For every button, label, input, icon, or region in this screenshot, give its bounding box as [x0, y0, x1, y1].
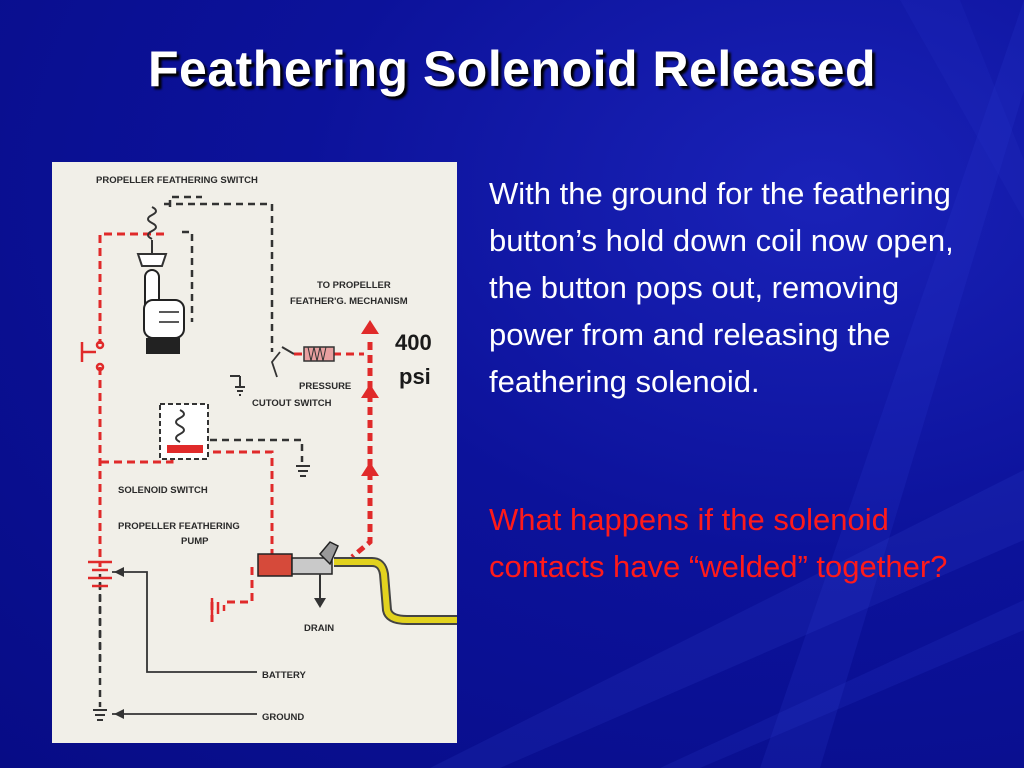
pump-ground-icon — [210, 598, 226, 618]
pressure-cutout-switch-icon — [281, 346, 335, 362]
slide-title: Feathering Solenoid Released — [147, 41, 877, 97]
pressure-arrows — [361, 320, 379, 476]
label-feathering-mechanism: FEATHER'G. MECHANISM — [290, 296, 408, 307]
label-ground: GROUND — [262, 712, 304, 723]
battery-icon — [88, 560, 112, 588]
ground-symbol-icon — [93, 375, 310, 721]
label-feathering-switch: PROPELLER FEATHERING SWITCH — [96, 175, 258, 186]
label-cutout-switch: CUTOUT SWITCH — [252, 398, 332, 409]
solid-leads — [112, 351, 281, 715]
battery-arrow-icon — [114, 567, 124, 577]
feathering-button-icon — [80, 340, 105, 372]
oil-supply-line-fill — [334, 559, 457, 623]
label-pump-line1: PROPELLER FEATHERING — [118, 521, 240, 532]
slide-body-text: With the ground for the feathering butto… — [489, 176, 954, 399]
label-pressure-unit: psi — [399, 364, 431, 389]
label-battery: BATTERY — [262, 670, 306, 681]
label-solenoid-switch: SOLENOID SWITCH — [118, 485, 208, 496]
feathering-pump-icon — [257, 541, 339, 608]
slide-question: What happens if the solenoid contacts ha… — [489, 502, 948, 584]
solenoid-switch-icon — [159, 403, 209, 460]
label-drain: DRAIN — [304, 623, 334, 634]
inactive-wiring — [98, 195, 304, 707]
label-pressure-value: 400 — [395, 330, 432, 355]
feathering-circuit-diagram: PROPELLER FEATHERING SWITCH TO PROPELLER… — [52, 162, 457, 743]
hand-pointer-icon — [143, 269, 185, 354]
ground-arrow-icon — [114, 709, 124, 719]
label-pressure: PRESSURE — [299, 381, 351, 392]
label-pump-line2: PUMP — [181, 536, 209, 547]
switch-coil-icon — [136, 206, 168, 267]
label-to-propeller: TO PROPELLER — [317, 280, 391, 291]
circuit-diagram-svg: PROPELLER FEATHERING SWITCH TO PROPELLER… — [80, 175, 457, 723]
oil-supply-line — [334, 557, 457, 625]
